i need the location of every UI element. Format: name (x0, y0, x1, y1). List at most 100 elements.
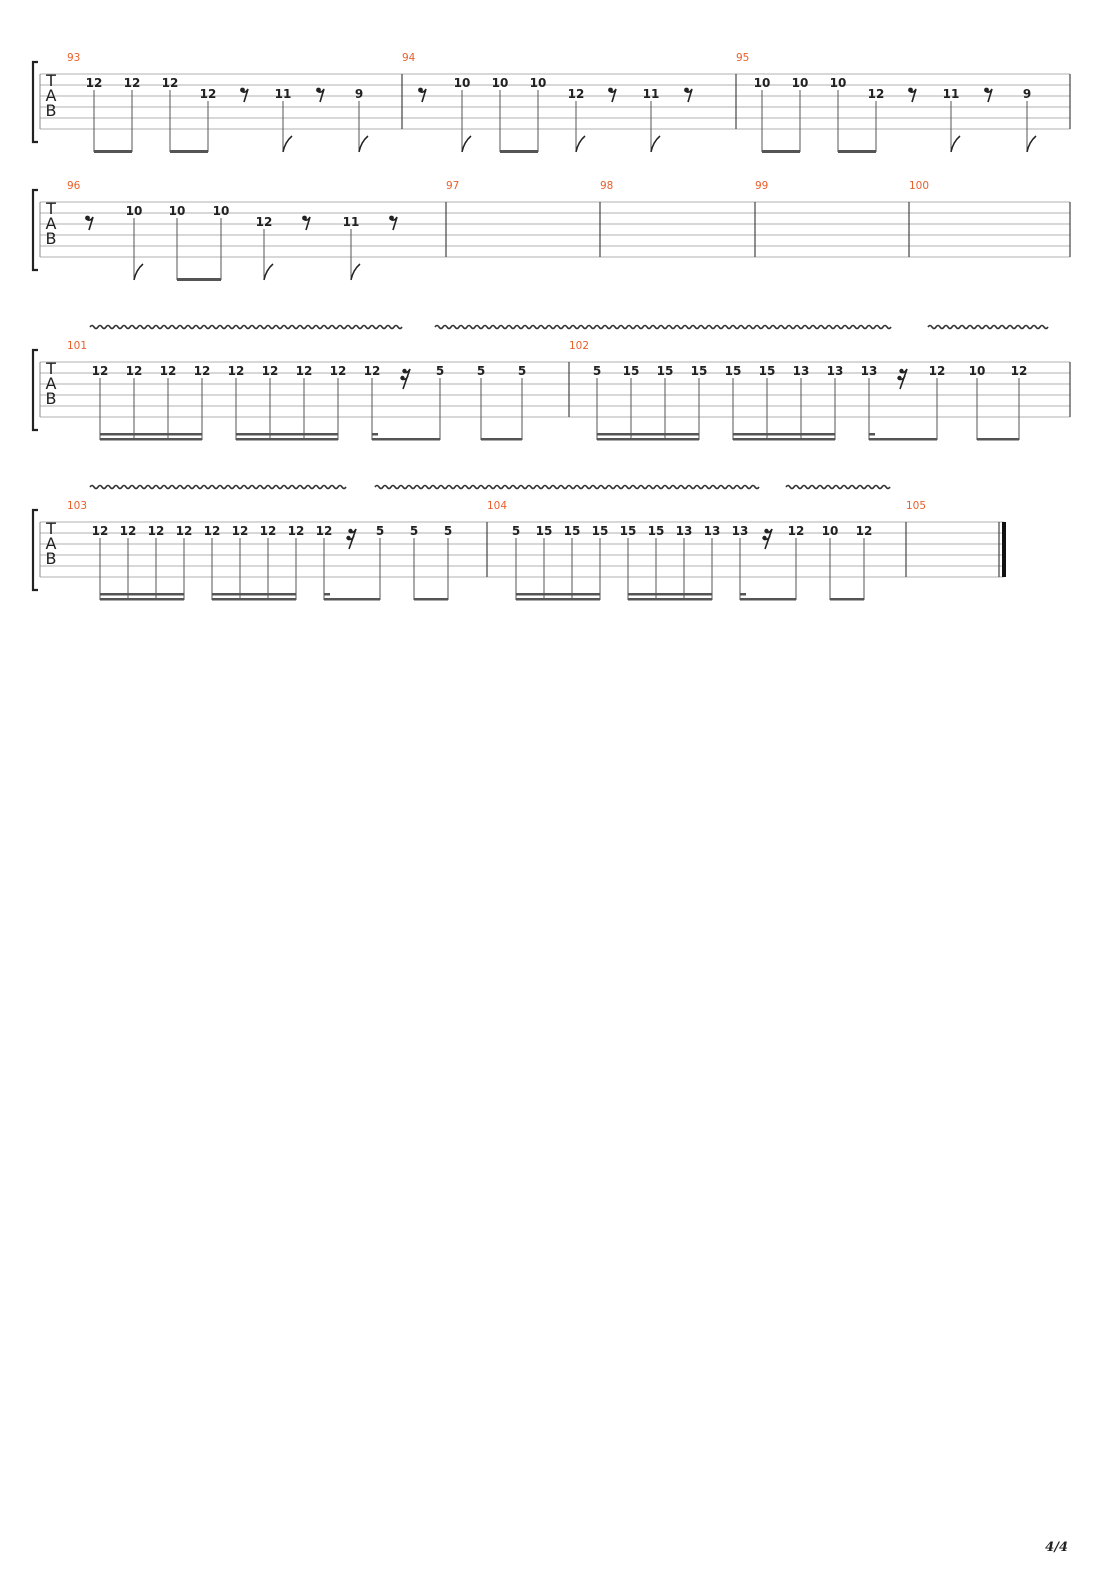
note-flag-icon (575, 135, 586, 153)
bar-number: 104 (487, 500, 507, 512)
tab-clef-letter: A (46, 86, 57, 105)
fret-number: 10 (492, 76, 509, 90)
fret-number: 12 (126, 364, 143, 378)
fret-number: 10 (830, 76, 847, 90)
beam (100, 433, 202, 436)
beam-stub (372, 433, 378, 436)
beam (100, 593, 184, 596)
fret-number: 10 (754, 76, 771, 90)
eighth-rest-icon (389, 215, 398, 231)
fret-number: 15 (536, 524, 553, 538)
bar-number: 101 (67, 340, 87, 352)
bar-number: 105 (906, 500, 926, 512)
bar: 100 (909, 180, 929, 192)
fret-number: 12 (929, 364, 946, 378)
final-barline-thick (1002, 522, 1006, 577)
fret-number: 12 (288, 524, 305, 538)
beam (236, 438, 338, 441)
vibrato-marking (785, 484, 891, 490)
beam (733, 438, 835, 441)
beam (372, 438, 440, 441)
beam (628, 598, 712, 601)
beam (324, 598, 380, 601)
note-flag-icon (650, 135, 661, 153)
beam (236, 433, 338, 436)
fret-number: 12 (228, 364, 245, 378)
tab-clef-letter: B (46, 101, 57, 120)
vibrato-marking (927, 324, 1049, 330)
fret-number: 10 (126, 204, 143, 218)
fret-number: 12 (260, 524, 277, 538)
note-flag-icon (263, 263, 274, 281)
tab-clef: TAB (45, 199, 56, 248)
note-flag-icon (133, 263, 144, 281)
fret-number: 12 (868, 87, 885, 101)
fret-number: 13 (793, 364, 810, 378)
beam (414, 598, 448, 601)
fret-number: 15 (592, 524, 609, 538)
fret-number: 9 (355, 87, 363, 101)
fret-number: 5 (410, 524, 418, 538)
fret-number: 12 (160, 364, 177, 378)
eighth-rest-icon (316, 87, 325, 103)
fret-number: 10 (530, 76, 547, 90)
fret-number: 10 (969, 364, 986, 378)
beam (516, 598, 600, 601)
fret-number: 12 (92, 364, 109, 378)
system-bracket (31, 348, 38, 432)
beam (733, 433, 835, 436)
beam (170, 150, 208, 153)
sixteenth-rest-icon (762, 528, 773, 550)
beam (481, 438, 522, 441)
sixteenth-rest-icon (897, 368, 908, 390)
note-flag-icon (282, 135, 293, 153)
fret-number: 13 (732, 524, 749, 538)
fret-number: 12 (262, 364, 279, 378)
beam (516, 593, 600, 596)
system-bracket (31, 60, 38, 144)
fret-number: 11 (643, 87, 660, 101)
bar-number: 93 (67, 52, 80, 64)
fret-number: 5 (593, 364, 601, 378)
note-flag-icon (1026, 135, 1037, 153)
fret-number: 12 (86, 76, 103, 90)
fret-number: 15 (759, 364, 776, 378)
tab-clef-letter: A (46, 534, 57, 553)
eighth-rest-icon (302, 215, 311, 231)
bar-number: 99 (755, 180, 768, 192)
bar: 98 (600, 180, 613, 192)
tab-clef-letter: B (46, 549, 57, 568)
fret-number: 11 (343, 215, 360, 229)
tab-clef-letter: B (46, 229, 57, 248)
fret-number: 9 (1023, 87, 1031, 101)
tab-clef-letter: T (45, 359, 56, 378)
bar-number: 98 (600, 180, 613, 192)
fret-number: 10 (213, 204, 230, 218)
fret-number: 12 (856, 524, 873, 538)
sixteenth-rest-icon (346, 528, 357, 550)
fret-number: 5 (444, 524, 452, 538)
bar-number: 103 (67, 500, 87, 512)
beam (597, 438, 699, 441)
fret-number: 5 (477, 364, 485, 378)
beam (628, 593, 712, 596)
fret-number: 12 (124, 76, 141, 90)
fret-number: 15 (725, 364, 742, 378)
beam (100, 598, 184, 601)
fret-number: 15 (623, 364, 640, 378)
fret-number: 12 (176, 524, 193, 538)
eighth-rest-icon (684, 87, 693, 103)
fret-number: 12 (364, 364, 381, 378)
bar-number: 100 (909, 180, 929, 192)
beam-stub (324, 593, 330, 596)
fret-number: 12 (148, 524, 165, 538)
fret-number: 5 (512, 524, 520, 538)
bar-number: 96 (67, 180, 81, 192)
fret-number: 12 (204, 524, 221, 538)
